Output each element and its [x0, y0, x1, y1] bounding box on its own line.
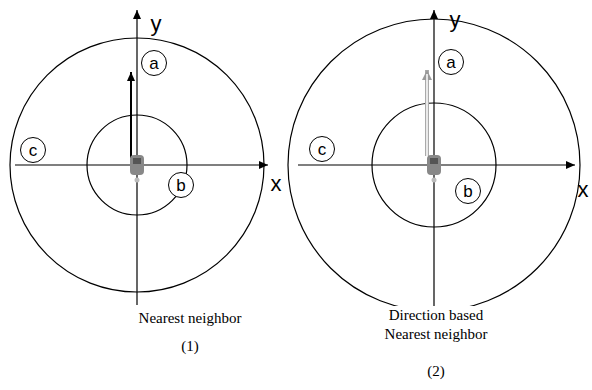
neighbor-circle: a — [438, 49, 464, 75]
node-letter: c — [318, 141, 327, 158]
node-letter: b — [463, 183, 472, 200]
robot — [427, 155, 441, 183]
node-letter: a — [149, 55, 158, 72]
heading-arrow — [130, 72, 132, 158]
panel-caption: (1) — [179, 337, 201, 356]
node-letter: a — [446, 54, 455, 71]
neighbor-circle: b — [455, 178, 481, 204]
heading-arrow — [425, 70, 429, 156]
heading-arrow-core — [426, 74, 428, 156]
node-letter: b — [176, 177, 185, 194]
panel-caption: Nearest neighbor — [137, 309, 244, 328]
axis-label: x — [578, 176, 589, 204]
neighbor-circle: c — [20, 137, 46, 163]
neighbor-circle: c — [309, 136, 335, 162]
robot — [130, 155, 144, 183]
panel-caption: Direction based Nearest neighbor — [369, 306, 503, 344]
neighbor-circle: a — [141, 50, 167, 76]
panel-caption: (2) — [425, 362, 447, 381]
axis-label: x — [271, 170, 282, 198]
node-letter: c — [29, 142, 38, 159]
axis-label: y — [151, 10, 162, 38]
axis-label: y — [450, 6, 461, 34]
neighbor-circle: b — [168, 172, 194, 198]
